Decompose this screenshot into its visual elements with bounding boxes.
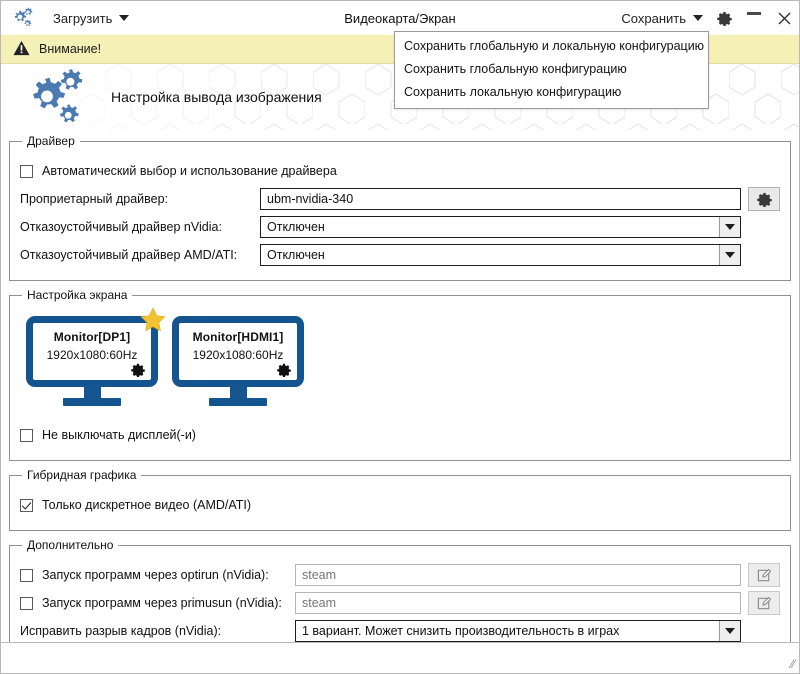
warning-triangle-icon <box>13 40 30 59</box>
optirun-checkbox[interactable] <box>20 568 33 582</box>
tearfree-row: Исправить разрыв кадров (nVidia): 1 вари… <box>20 620 780 642</box>
nvidia-fallback-value: Отключен <box>267 220 325 234</box>
screen-group: Настройка экрана Monitor[DP1] 1920x1080:… <box>9 288 791 461</box>
warning-text: Внимание! <box>39 42 102 56</box>
nvidia-fallback-select[interactable]: Отключен <box>260 216 741 238</box>
menu-item-save-global-and-local[interactable]: Сохранить глобальную и локальную конфигу… <box>404 39 705 53</box>
optirun-input[interactable] <box>295 564 741 586</box>
keep-display-on-row[interactable]: Не выключать дисплей(-и) <box>20 424 780 446</box>
discrete-only-checkbox[interactable] <box>20 498 33 512</box>
chevron-down-icon <box>693 15 703 21</box>
amd-fallback-row: Отказоустойчивый драйвер AMD/ATI: Отключ… <box>20 244 780 266</box>
monitor-settings-gear-icon[interactable] <box>185 363 291 378</box>
load-button-label: Загрузить <box>53 10 113 26</box>
auto-driver-row[interactable]: Автоматический выбор и использование дра… <box>20 160 780 182</box>
amd-fallback-select[interactable]: Отключен <box>260 244 741 266</box>
save-dropdown-menu: Сохранить глобальную и локальную конфигу… <box>394 31 709 109</box>
save-button[interactable]: Сохранить <box>615 8 709 29</box>
optirun-label: Запуск программ через optirun (nVidia): <box>42 568 269 582</box>
minimize-icon[interactable] <box>739 0 769 37</box>
proprietary-driver-gear-button[interactable] <box>748 187 780 211</box>
nvidia-fallback-label: Отказоустойчивый драйвер nVidia: <box>20 220 222 234</box>
primusrun-edit-button[interactable] <box>748 591 780 615</box>
amd-fallback-label: Отказоустойчивый драйвер AMD/ATI: <box>20 248 238 262</box>
monitor-name: Monitor[HDMI1] <box>192 330 284 344</box>
chevron-down-icon[interactable] <box>719 621 740 641</box>
hybrid-graphics-group: Гибридная графика Только дискретное виде… <box>9 468 791 531</box>
keep-display-on-checkbox[interactable] <box>20 428 33 442</box>
extra-group: Дополнительно Запуск программ через opti… <box>9 538 791 642</box>
menu-item-save-local[interactable]: Сохранить локальную конфигурацию <box>404 85 622 99</box>
status-bar: ⁄⁄ <box>1 642 799 673</box>
title-bar: Загрузить Видеокарта/Экран Сохранить <box>1 1 799 35</box>
monitor-list: Monitor[DP1] 1920x1080:60Hz <box>20 307 780 410</box>
monitor-name: Monitor[DP1] <box>53 330 131 344</box>
keep-display-on-label: Не выключать дисплей(-и) <box>42 428 196 442</box>
monitor-item[interactable]: Monitor[HDMI1] 1920x1080:60Hz <box>172 316 304 406</box>
primusrun-label: Запуск программ через primusun (nVidia): <box>42 596 282 610</box>
chevron-down-icon[interactable] <box>719 245 740 265</box>
chevron-down-icon <box>119 15 130 21</box>
load-button[interactable]: Загрузить <box>45 8 137 29</box>
star-icon <box>139 306 167 334</box>
extra-group-legend: Дополнительно <box>27 538 114 552</box>
proprietary-driver-row: Проприетарный драйвер: <box>20 187 780 211</box>
monitor-settings-gear-icon[interactable] <box>39 363 145 378</box>
proprietary-driver-label: Проприетарный драйвер: <box>20 192 169 206</box>
discrete-only-label: Только дискретное видео (AMD/ATI) <box>42 498 252 512</box>
monitor-item[interactable]: Monitor[DP1] 1920x1080:60Hz <box>26 307 166 406</box>
tearfree-value: 1 вариант. Может снизить производительно… <box>302 624 620 638</box>
close-icon[interactable] <box>769 3 799 33</box>
monitor-resolution: 1920x1080:60Hz <box>46 348 138 362</box>
banner-gears-logo-icon <box>23 69 89 125</box>
optirun-label-wrap[interactable]: Запуск программ через optirun (nVidia): <box>20 568 295 582</box>
resize-grip-icon[interactable]: ⁄⁄ <box>790 657 795 671</box>
monitor-stand <box>172 387 304 406</box>
optirun-row: Запуск программ через optirun (nVidia): <box>20 563 780 587</box>
auto-driver-checkbox[interactable] <box>20 164 33 178</box>
primusrun-label-wrap[interactable]: Запуск программ через primusun (nVidia): <box>20 596 295 610</box>
save-button-label: Сохранить <box>621 10 686 26</box>
monitor-stand <box>26 387 158 406</box>
app-gears-icon <box>5 1 39 35</box>
auto-driver-label: Автоматический выбор и использование дра… <box>42 164 337 178</box>
monitor-screen[interactable]: Monitor[DP1] 1920x1080:60Hz <box>26 316 158 387</box>
monitor-screen[interactable]: Monitor[HDMI1] 1920x1080:60Hz <box>172 316 304 387</box>
discrete-only-row[interactable]: Только дискретное видео (AMD/ATI) <box>20 494 780 516</box>
driver-group: Драйвер Автоматический выбор и использов… <box>9 134 791 281</box>
tearfree-label: Исправить разрыв кадров (nVidia): <box>20 624 222 638</box>
monitor-resolution: 1920x1080:60Hz <box>192 348 284 362</box>
main-content: Драйвер Автоматический выбор и использов… <box>1 130 799 642</box>
tearfree-select[interactable]: 1 вариант. Может снизить производительно… <box>295 620 741 642</box>
driver-group-legend: Драйвер <box>27 134 75 148</box>
screen-group-legend: Настройка экрана <box>27 288 128 302</box>
primusrun-input[interactable] <box>295 592 741 614</box>
amd-fallback-value: Отключен <box>267 248 325 262</box>
nvidia-fallback-row: Отказоустойчивый драйвер nVidia: Отключе… <box>20 216 780 238</box>
primusrun-checkbox[interactable] <box>20 596 33 610</box>
settings-gear-icon[interactable] <box>709 3 739 33</box>
chevron-down-icon[interactable] <box>719 217 740 237</box>
proprietary-driver-input[interactable] <box>260 188 741 210</box>
primusrun-row: Запуск программ через primusun (nVidia): <box>20 591 780 615</box>
menu-item-save-global[interactable]: Сохранить глобальную конфигурацию <box>404 62 627 76</box>
title-bar-right-controls: Сохранить <box>615 0 799 37</box>
banner-title: Настройка вывода изображения <box>111 89 322 105</box>
optirun-edit-button[interactable] <box>748 563 780 587</box>
hybrid-graphics-legend: Гибридная графика <box>27 468 137 482</box>
